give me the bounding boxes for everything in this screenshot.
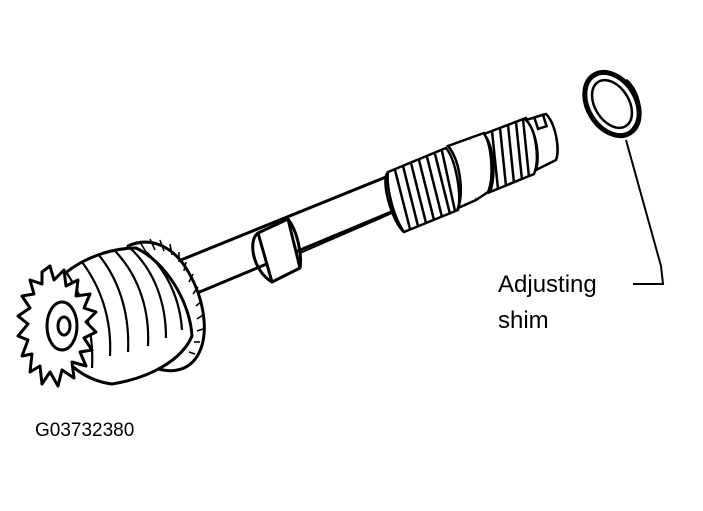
shaft-tip xyxy=(523,112,559,173)
callout-label-line2: shim xyxy=(498,307,549,334)
spline-section xyxy=(384,146,461,234)
stub-spline xyxy=(481,116,538,195)
leader-line xyxy=(625,139,665,285)
pinion-gear xyxy=(16,238,206,388)
figure-id: G03732380 xyxy=(35,420,134,441)
groove-collar xyxy=(445,131,493,211)
callout-label-line1: Adjusting xyxy=(498,271,597,298)
shaft xyxy=(174,175,398,298)
adjusting-shim-ring xyxy=(582,69,642,139)
